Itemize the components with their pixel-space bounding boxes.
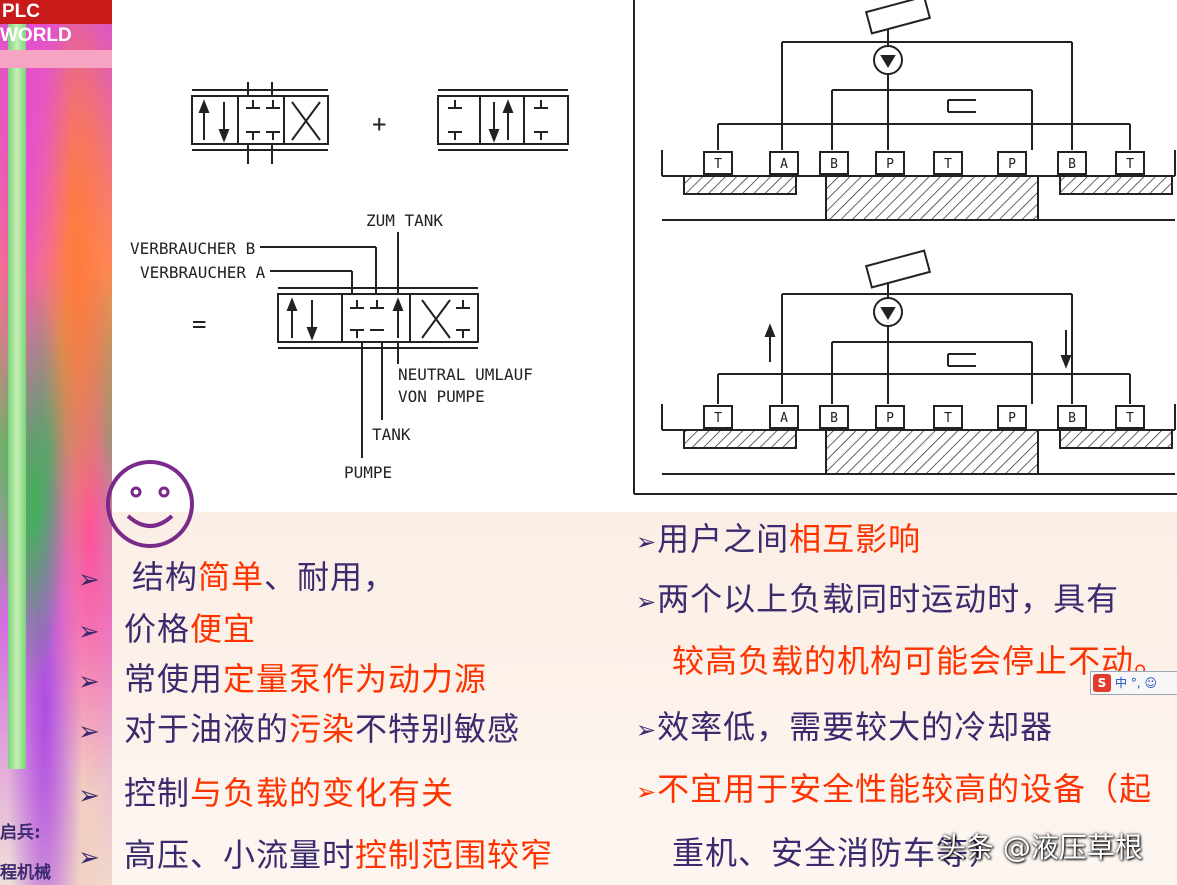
port-label: P [886, 157, 894, 172]
port-label: B [1068, 411, 1076, 426]
bullet-arrow-icon: ➢ [78, 781, 101, 811]
port-label: T [944, 157, 952, 172]
disadvantage-item: ➢两个以上负载同时运动时，具有 [636, 580, 1120, 618]
port-label: T [1126, 157, 1134, 172]
watermark: 头条 @液压草根 [938, 831, 1143, 864]
port-label: P [886, 411, 894, 426]
sidebar-caption-2: 程机械 [0, 863, 51, 883]
sidebar-caption-1: 启兵: [0, 823, 41, 843]
bullet-arrow-icon: ➢ [78, 617, 101, 647]
bullet-arrow-icon: ➢ [78, 843, 101, 873]
label-verbraucher-b: VERBRAUCHER B [130, 239, 255, 258]
bullet-arrow-icon: ➢ [78, 565, 101, 595]
sogou-ime-icon[interactable]: S [1093, 674, 1111, 692]
label-von-pumpe: VON PUMPE [398, 387, 485, 406]
valve-symbol-diagram: ZUM TANK VERBRAUCHER B VERBRAUCHER A NEU… [130, 82, 569, 482]
plc-world-logo: PLC WORLD [0, 0, 112, 46]
label-pumpe: PUMPE [344, 463, 392, 482]
advantage-item: ➢对于油液的污染不特别敏感 [78, 710, 521, 748]
bullet-arrow-icon: ➢ [636, 778, 658, 806]
disadvantage-item: ➢用户之间相互影响 [636, 520, 922, 558]
disadvantage-continuation: 重机、安全消防车等） [672, 834, 1003, 872]
label-tank: TANK [372, 425, 411, 444]
smiley-face-icon [106, 460, 194, 548]
port-label: T [714, 411, 722, 426]
hydraulic-section-drawing: T A B P T P B T T A B P T P B T [633, 0, 1177, 495]
disadvantage-item: ➢效率低，需要较大的冷却器 [636, 708, 1054, 746]
port-label: A [780, 157, 788, 172]
port-label: A [780, 411, 788, 426]
port-label: B [830, 411, 838, 426]
advantage-item: ➢高压、小流量时控制范围较窄 [78, 836, 554, 874]
disadvantage-item: ➢不宜用于安全性能较高的设备（起 [636, 770, 1153, 808]
port-label: T [1126, 411, 1134, 426]
text-background-band [112, 512, 1177, 885]
disadvantage-continuation: 较高负载的机构可能会停止不动。 [672, 642, 1168, 680]
bullet-arrow-icon: ➢ [636, 716, 658, 744]
bullet-arrow-icon: ➢ [636, 588, 658, 616]
label-verbraucher-a: VERBRAUCHER A [140, 263, 266, 282]
bullet-arrow-icon: ➢ [636, 528, 658, 556]
port-label: B [830, 157, 838, 172]
bullet-arrow-icon: ➢ [78, 717, 101, 747]
port-label: B [1068, 157, 1076, 172]
advantage-item: ➢结构简单、耐用， [78, 558, 397, 596]
port-label: T [944, 411, 952, 426]
bullet-arrow-icon: ➢ [78, 667, 101, 697]
sidebar-bar [0, 50, 112, 68]
port-label: P [1008, 411, 1016, 426]
plus-sign: + [372, 110, 386, 138]
equals-sign: = [192, 310, 206, 338]
port-label: T [714, 157, 722, 172]
advantage-item: ➢控制与负载的变化有关 [78, 774, 455, 812]
advantage-item: ➢价格便宜 [78, 610, 257, 648]
advantage-item: ➢常使用定量泵作为动力源 [78, 660, 488, 698]
label-neutral-umlauf: NEUTRAL UMLAUF [398, 365, 533, 384]
sidebar-stripe [8, 24, 26, 769]
label-zum-tank: ZUM TANK [366, 211, 443, 230]
port-label: P [1008, 157, 1016, 172]
